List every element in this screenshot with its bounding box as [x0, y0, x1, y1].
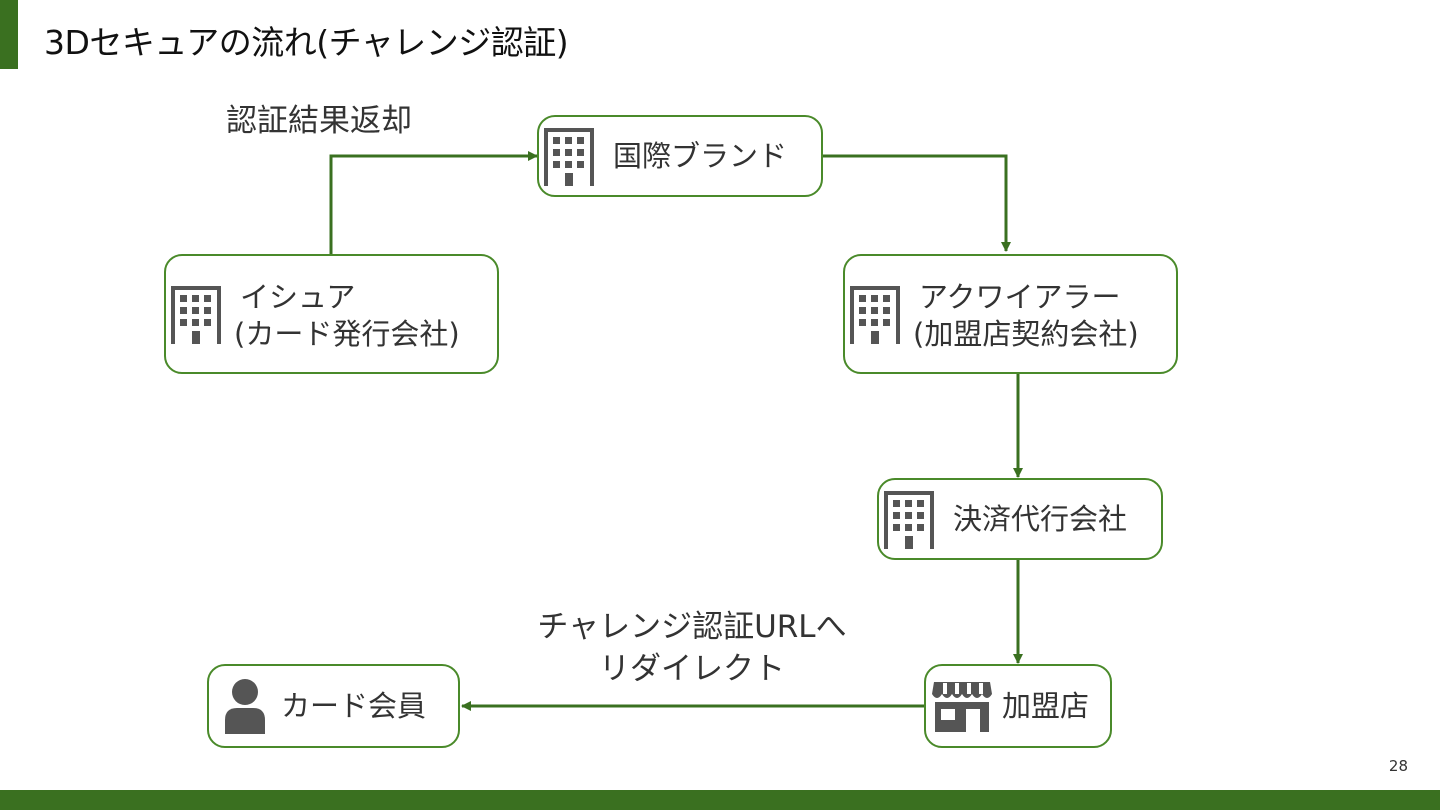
arrow-issuer-to-brand — [329, 151, 538, 254]
building-icon — [544, 128, 594, 186]
node-cardholder-label: カード会員 — [281, 689, 427, 723]
node-cardholder: カード会員 — [207, 664, 460, 748]
label-auth-result: 認証結果返却 — [226, 103, 412, 139]
node-psp: 決済代行会社 — [877, 478, 1163, 560]
node-issuer: イシュア (カード発行会社) — [164, 254, 499, 374]
node-acquirer-line1: アクワイアラー — [919, 280, 1121, 314]
footer-bar — [0, 790, 1440, 810]
label-redirect: チャレンジ認証URLへ リダイレクト — [520, 606, 864, 690]
page-number: 28 — [1388, 757, 1408, 775]
title-accent-bar — [0, 0, 18, 69]
arrow-brand-to-acquirer — [823, 154, 1011, 252]
person-icon — [225, 679, 265, 734]
page-title: 3Dセキュアの流れ(チャレンジ認証) — [44, 23, 569, 62]
node-acquirer-line2: (加盟店契約会社) — [913, 317, 1139, 351]
label-redirect-line2: リダイレクト — [599, 651, 785, 687]
node-issuer-line1: イシュア — [240, 280, 356, 314]
building-icon — [884, 491, 934, 549]
node-acquirer: アクワイアラー (加盟店契約会社) — [843, 254, 1178, 374]
node-issuer-line2: (カード発行会社) — [234, 317, 460, 351]
label-redirect-line1: チャレンジ認証URLへ — [537, 609, 847, 645]
node-merchant: 加盟店 — [924, 664, 1112, 748]
building-icon — [171, 286, 221, 344]
node-brand: 国際ブランド — [537, 115, 823, 197]
store-icon — [932, 682, 992, 732]
building-icon — [850, 286, 900, 344]
node-psp-label: 決済代行会社 — [953, 502, 1128, 536]
node-merchant-label: 加盟店 — [1002, 689, 1090, 723]
node-brand-label: 国際ブランド — [613, 139, 788, 173]
